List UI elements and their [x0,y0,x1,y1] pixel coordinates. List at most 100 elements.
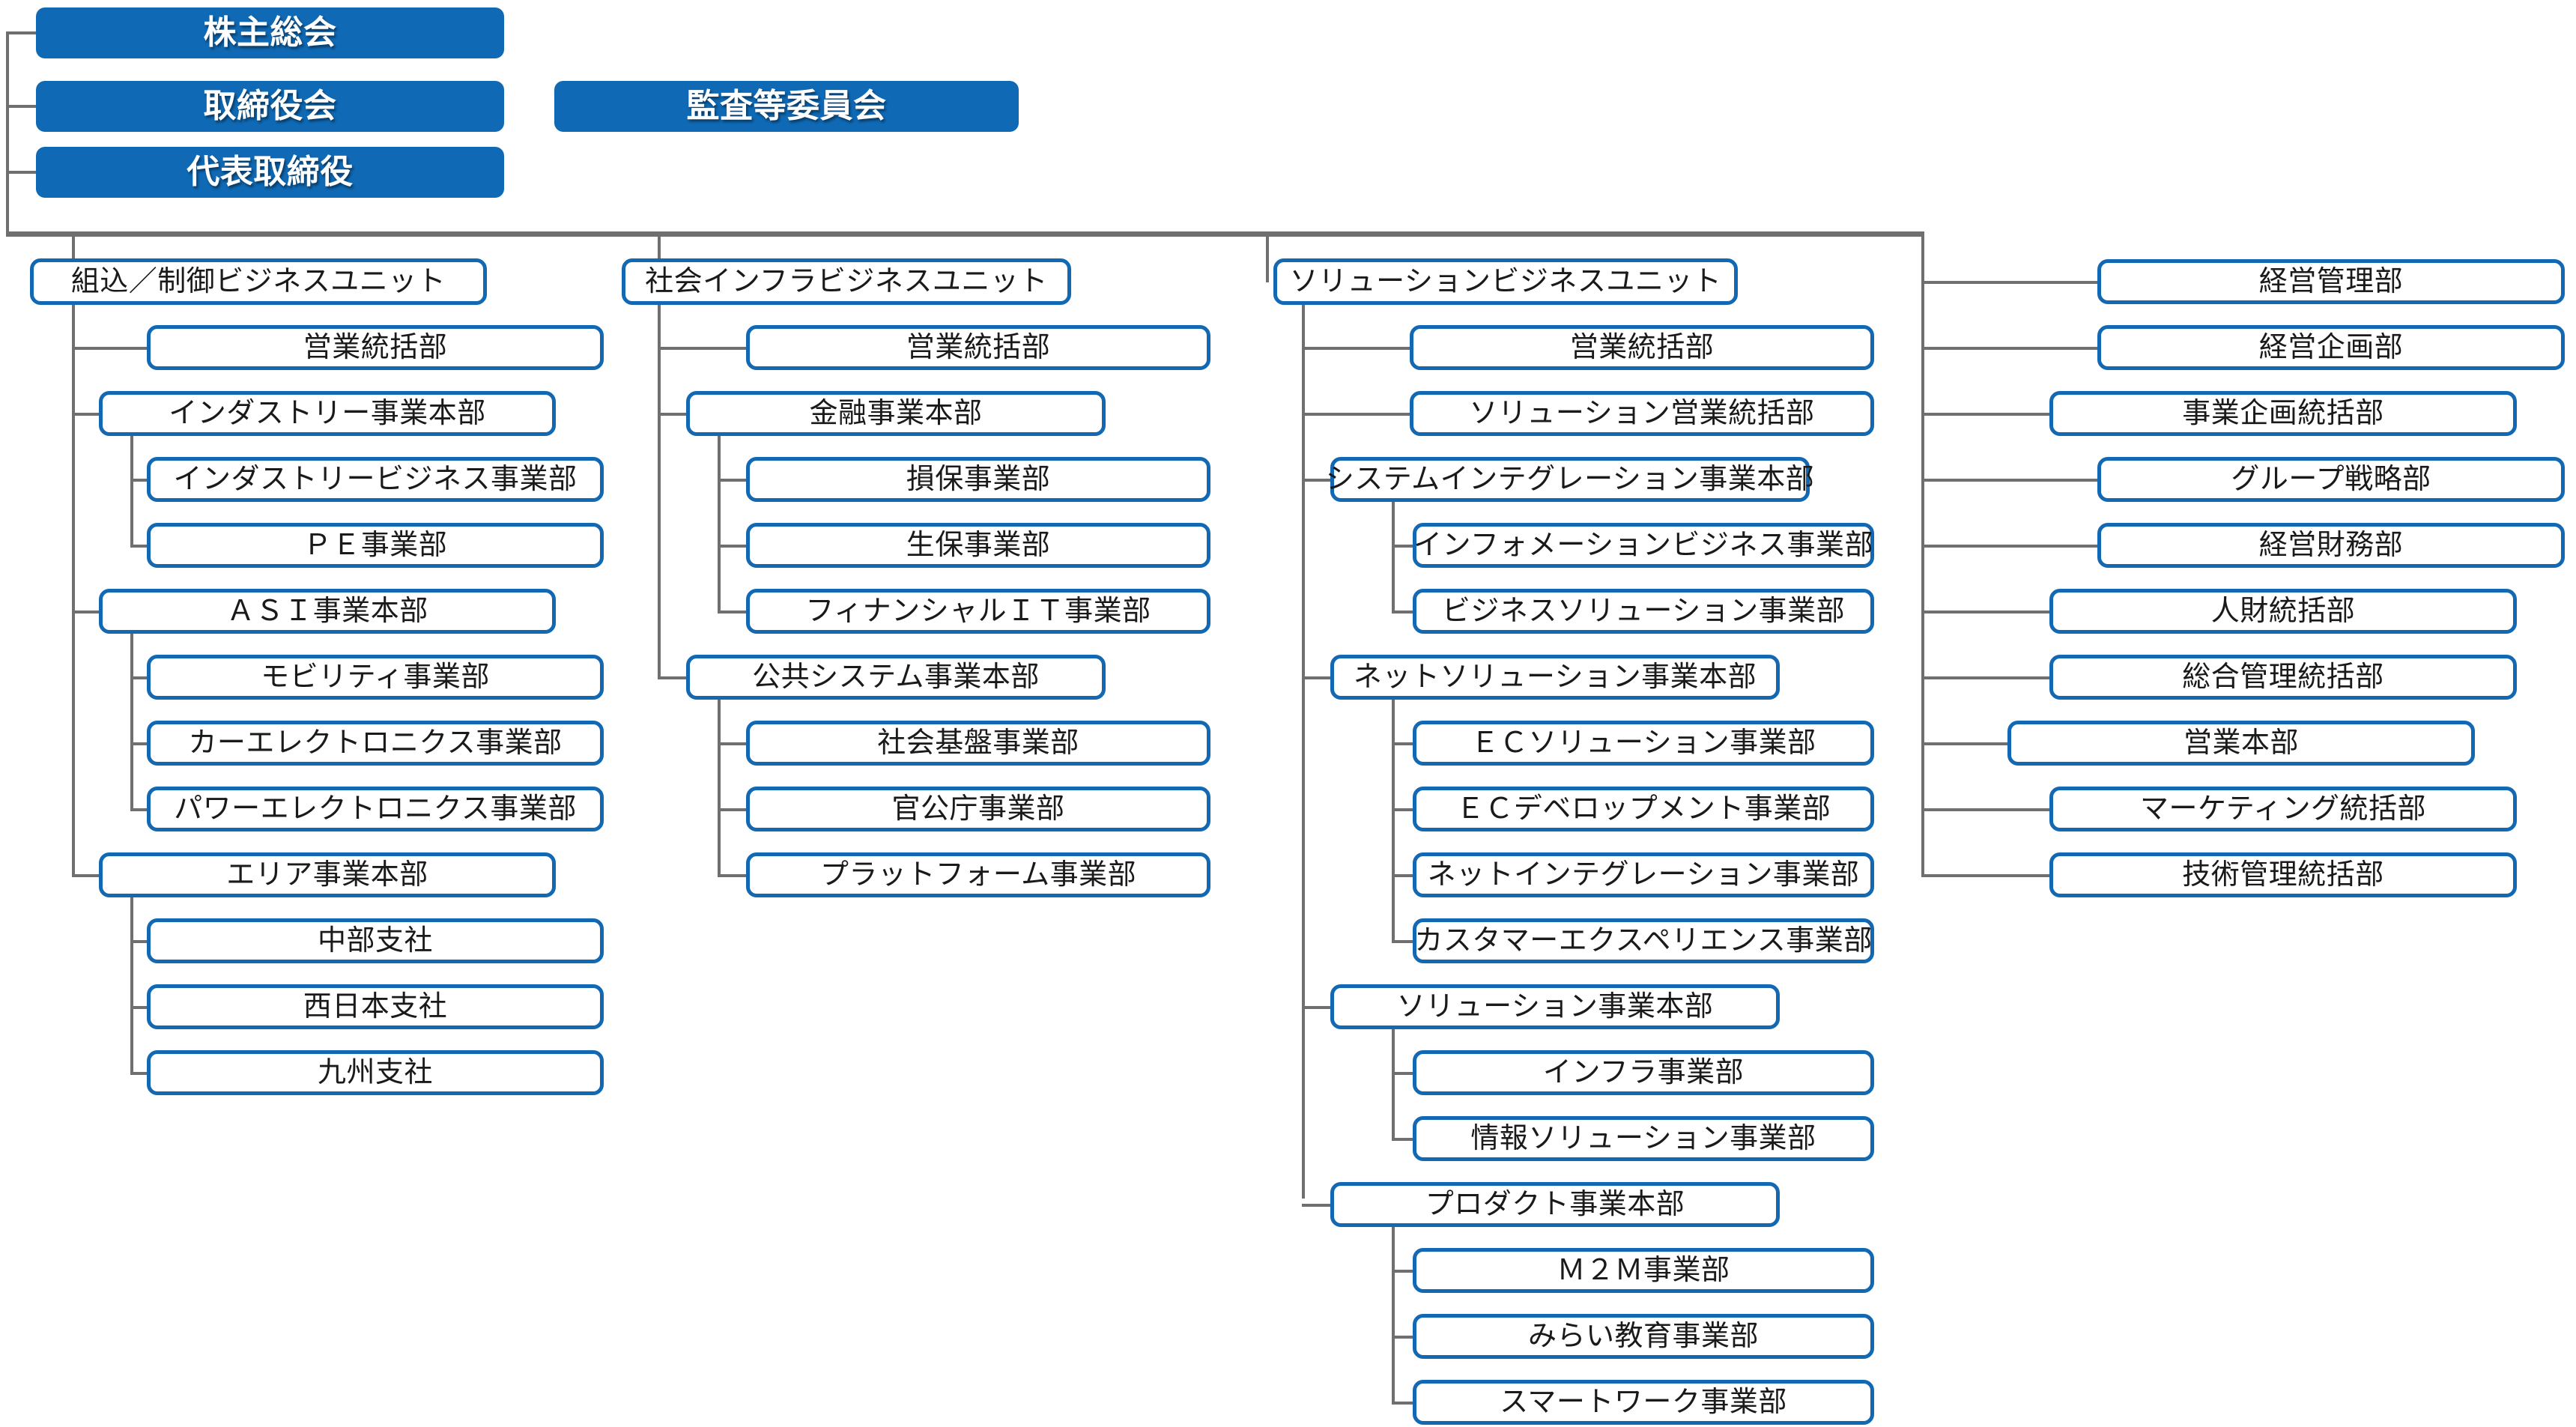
dept-box-car-electronics-dept[interactable]: カーエレクトロニクス事業部 [147,721,604,766]
product-division-stub-1 [1392,1270,1417,1273]
dept-box-platform-dept[interactable]: プラットフォーム事業部 [746,852,1210,897]
dept-box-customer-experience-dept[interactable]: カスタマーエクスペリエンス事業部 [1413,918,1874,963]
corporate-stub-9 [1921,808,2052,811]
division-box-industry-division[interactable]: インダストリー事業本部 [99,391,556,436]
dept-box-mobility-business-dept[interactable]: モビリティ事業部 [147,655,604,700]
division-box-product-division[interactable]: プロダクト事業本部 [1330,1182,1780,1227]
dept-box-power-electronics-dept[interactable]: パワーエレクトロニクス事業部 [147,787,604,831]
corporate-box-human-resources-dept[interactable]: 人財統括部 [2049,589,2517,634]
division-box-asi-division[interactable]: ＡＳＩ事業本部 [99,589,556,634]
governance-box-board-of-directors[interactable]: 取締役会 [36,81,504,132]
governance-trunk-line [6,33,9,234]
dept-box-kyushu-branch[interactable]: 九州支社 [147,1050,604,1095]
dept-box-mirai-education-dept[interactable]: みらい教育事業部 [1413,1314,1874,1359]
corporate-box-general-admin-dept[interactable]: 総合管理統括部 [2049,655,2517,700]
corporate-box-marketing-dept[interactable]: マーケティング統括部 [2049,787,2517,831]
unit-box-solution-bu[interactable]: ソリューションビジネスユニット [1273,258,1738,305]
dept-box-ec-solution-dept[interactable]: ＥＣソリューション事業部 [1413,721,1874,766]
industry-stub-1 [130,479,151,482]
corporate-stub-10 [1921,874,2052,877]
unit1-level2-spine [72,300,75,875]
dept-box-industry-business-dept[interactable]: インダストリービジネス事業部 [147,457,604,502]
net-solution-stub-2 [1392,808,1417,811]
unit3-stub-solution-division [1302,1006,1333,1009]
public-system-stub-2 [718,808,751,811]
asi-stub-1 [130,676,151,679]
corporate-box-management-admin-dept[interactable]: 経営管理部 [2097,259,2565,304]
dept-box-government-dept[interactable]: 官公庁事業部 [746,787,1210,831]
division-box-solution-division[interactable]: ソリューション事業本部 [1330,984,1780,1029]
corporate-box-sales-headquarters[interactable]: 営業本部 [2007,721,2475,766]
asi-division-spine [130,631,133,811]
solution-division-spine [1392,1026,1395,1140]
dept-box-nonlife-insurance-dept[interactable]: 損保事業部 [746,457,1210,502]
corporate-box-group-strategy-dept[interactable]: グループ戦略部 [2097,457,2565,502]
dept-box-net-integration-dept[interactable]: ネットインテグレーション事業部 [1413,852,1874,897]
dept-box-social-infrastructure-dept[interactable]: 社会基盤事業部 [746,721,1210,766]
asi-stub-3 [130,808,151,811]
public-system-stub-1 [718,742,751,745]
dept-box-information-business-dept[interactable]: インフォメーションビジネス事業部 [1413,523,1874,568]
governance-box-audit-committee[interactable]: 監査等委員会 [554,81,1019,132]
corporate-box-management-planning-dept[interactable]: 経営企画部 [2097,325,2565,370]
net-solution-stub-1 [1392,742,1417,745]
governance-box-shareholders-meeting[interactable]: 株主総会 [36,7,504,58]
solution-division-stub-1 [1392,1072,1417,1075]
corporate-box-technology-admin-dept[interactable]: 技術管理統括部 [2049,852,2517,897]
unit3-stub-system-integration [1302,479,1333,482]
dept-box-west-japan-branch[interactable]: 西日本支社 [147,984,604,1029]
system-integration-spine [1392,499,1395,613]
product-division-stub-2 [1392,1336,1417,1339]
governance-stub-shareholders [6,31,39,34]
unit2-level2-spine [658,300,661,677]
corporate-stub-2 [1921,347,2101,350]
corporate-stub-6 [1921,611,2052,613]
governance-box-representative-director[interactable]: 代表取締役 [36,147,504,198]
corporate-box-business-planning-dept[interactable]: 事業企画統括部 [2049,391,2517,436]
finance-stub-3 [718,611,751,613]
dept-box-solution-sales-management-dept[interactable]: ソリューション営業統括部 [1410,391,1874,436]
unit1-stub-asi-division [72,611,102,613]
area-stub-1 [130,940,151,943]
dept-box-sales-management-dept-3[interactable]: 営業統括部 [1410,325,1874,370]
unit1-stub-area-division [72,874,102,877]
dept-box-information-solution-dept[interactable]: 情報ソリューション事業部 [1413,1116,1874,1161]
system-integration-stub-2 [1392,611,1417,613]
unit2-drop-line [658,231,661,282]
dept-box-financial-it-dept[interactable]: フィナンシャルＩＴ事業部 [746,589,1210,634]
division-box-net-solution-division[interactable]: ネットソリューション事業本部 [1330,655,1780,700]
dept-box-smart-work-dept[interactable]: スマートワーク事業部 [1413,1380,1874,1425]
dept-box-chubu-branch[interactable]: 中部支社 [147,918,604,963]
division-box-system-integration-division[interactable]: システムインテグレーション事業本部 [1326,457,1814,502]
governance-stub-representative [6,171,39,174]
unit1-drop-line [72,231,75,282]
dept-box-ec-development-dept[interactable]: ＥＣデベロップメント事業部 [1413,787,1874,831]
unit-box-social-infra-bu[interactable]: 社会インフラビジネスユニット [622,258,1071,305]
dept-box-business-solution-dept[interactable]: ビジネスソリューション事業部 [1413,589,1874,634]
unit3-stub-sales-management [1302,347,1413,350]
dept-box-sales-management-dept-1[interactable]: 営業統括部 [147,325,604,370]
corporate-stub-4 [1921,479,2101,482]
dept-box-m2m-business-dept[interactable]: Ｍ２Ｍ事業部 [1413,1248,1874,1293]
corporate-box-management-finance-dept[interactable]: 経営財務部 [2097,523,2565,568]
unit1-stub-sales-management [72,347,150,350]
dept-box-pe-business-dept[interactable]: ＰＥ事業部 [147,523,604,568]
finance-stub-2 [718,545,751,548]
division-box-public-system-division[interactable]: 公共システム事業本部 [686,655,1106,700]
industry-division-spine [130,433,133,547]
corporate-spine [1921,231,1924,875]
governance-stub-board [6,105,39,108]
unit3-stub-product-division [1302,1204,1333,1207]
dept-box-sales-management-dept-2[interactable]: 営業統括部 [746,325,1210,370]
dept-box-infra-business-dept[interactable]: インフラ事業部 [1413,1050,1874,1095]
main-bus-line [6,231,1924,237]
dept-box-life-insurance-dept[interactable]: 生保事業部 [746,523,1210,568]
solution-division-stub-2 [1392,1138,1417,1141]
system-integration-stub-1 [1392,545,1417,548]
division-box-area-division[interactable]: エリア事業本部 [99,852,556,897]
unit-box-embedded-control-bu[interactable]: 組込／制御ビジネスユニット [30,258,487,305]
product-division-stub-3 [1392,1402,1417,1405]
division-box-finance-division[interactable]: 金融事業本部 [686,391,1106,436]
area-stub-2 [130,1006,151,1009]
corporate-stub-7 [1921,676,2052,679]
